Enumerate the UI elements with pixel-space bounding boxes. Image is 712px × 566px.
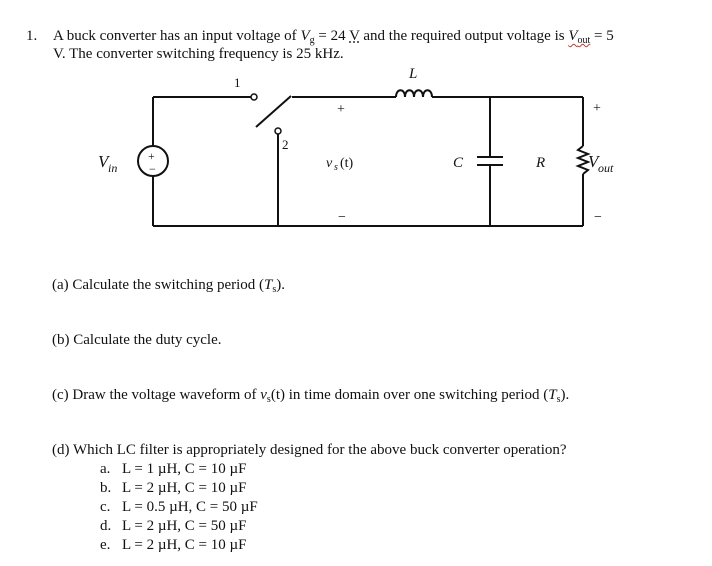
vs-plus: + — [337, 102, 345, 117]
switch-pos-1: 1 — [234, 75, 241, 90]
part-a-text: (a) Calculate the switching period ( — [52, 277, 265, 293]
vs-sub: s — [334, 162, 338, 173]
vout-subscript: out — [577, 35, 591, 46]
option-d: d. L = 2 µH, C = 50 µF — [100, 517, 247, 536]
option-letter: a. — [100, 461, 111, 477]
option-letter: c. — [100, 499, 111, 515]
vs-label: v — [326, 156, 333, 171]
problem-line-1: A buck converter has an input voltage of… — [53, 28, 614, 46]
part-c-sub2: s — [556, 394, 561, 405]
problem-text-1a: A buck converter has an input voltage of — [53, 28, 301, 44]
vout-minus: − — [594, 210, 602, 225]
option-text: L = 2 µH, C = 10 µF — [122, 537, 247, 553]
option-text: L = 1 µH, C = 10 µF — [122, 461, 247, 477]
inductor-coil — [395, 89, 433, 98]
problem-text-1c: and the required output voltage is — [359, 28, 569, 44]
vs-arg: (t) — [340, 156, 354, 171]
option-letter: d. — [100, 518, 112, 534]
vout-plus: + — [593, 101, 601, 116]
option-a: a. L = 1 µH, C = 10 µF — [100, 460, 247, 479]
problem-text-1b: = 24 — [314, 28, 350, 44]
part-c-sub: s — [266, 394, 271, 405]
switch-terminal-2 — [274, 127, 282, 135]
part-c: (c) Draw the voltage waveform of vs(t) i… — [52, 387, 569, 405]
problem-text-1d: = 5 — [590, 28, 614, 44]
option-c: c. L = 0.5 µH, C = 50 µF — [100, 498, 258, 517]
part-c-mid: (t) in time domain over one switching pe… — [270, 387, 549, 403]
voltage-source — [137, 145, 169, 177]
option-text: L = 2 µH, C = 50 µF — [122, 518, 247, 534]
part-b: (b) Calculate the duty cycle. — [52, 332, 222, 348]
part-c-text: (c) Draw the voltage waveform of — [52, 387, 261, 403]
vout-sub: out — [598, 161, 614, 175]
unit-volt: V — [349, 28, 360, 44]
buck-converter-circuit: 1 2 L + v s (t) − C R + V out − V in + − — [98, 66, 614, 227]
switch-pos-2: 2 — [282, 137, 289, 152]
vin-label: V — [98, 152, 111, 171]
inductor-label: L — [408, 66, 417, 82]
vout-label: V — [588, 152, 601, 171]
capacitor-label: C — [453, 155, 464, 171]
part-c-var: v — [260, 387, 267, 403]
source-minus: − — [149, 162, 156, 176]
part-a-end: ). — [276, 277, 286, 293]
part-c-end: ). — [560, 387, 570, 403]
source-plus: + — [148, 149, 155, 163]
vs-minus: − — [338, 210, 346, 225]
part-c-var2: T — [548, 387, 557, 403]
vout-variable: V — [568, 28, 578, 44]
vg-subscript: g — [309, 35, 315, 46]
vout-spellcheck: Vout — [568, 28, 591, 46]
resistor-label: R — [535, 155, 545, 171]
part-a-sub: s — [272, 284, 277, 295]
part-d: (d) Which LC filter is appropriately des… — [52, 442, 567, 458]
part-a-var: T — [264, 277, 273, 293]
problem-number: 1. — [26, 28, 38, 44]
option-letter: e. — [100, 537, 111, 553]
option-e: e. L = 2 µH, C = 10 µF — [100, 536, 247, 555]
vin-sub: in — [108, 161, 117, 175]
switch-blade — [255, 95, 292, 128]
resistor-zigzag — [575, 145, 591, 175]
option-letter: b. — [100, 480, 112, 496]
problem-line-2: V. The converter switching frequency is … — [53, 46, 344, 62]
switch-terminal-1 — [250, 93, 258, 101]
option-text: L = 0.5 µH, C = 50 µF — [122, 499, 258, 515]
vg-variable: V — [300, 28, 310, 44]
option-b: b. L = 2 µH, C = 10 µF — [100, 479, 247, 498]
part-a: (a) Calculate the switching period (Ts). — [52, 277, 285, 295]
option-text: L = 2 µH, C = 10 µF — [122, 480, 247, 496]
